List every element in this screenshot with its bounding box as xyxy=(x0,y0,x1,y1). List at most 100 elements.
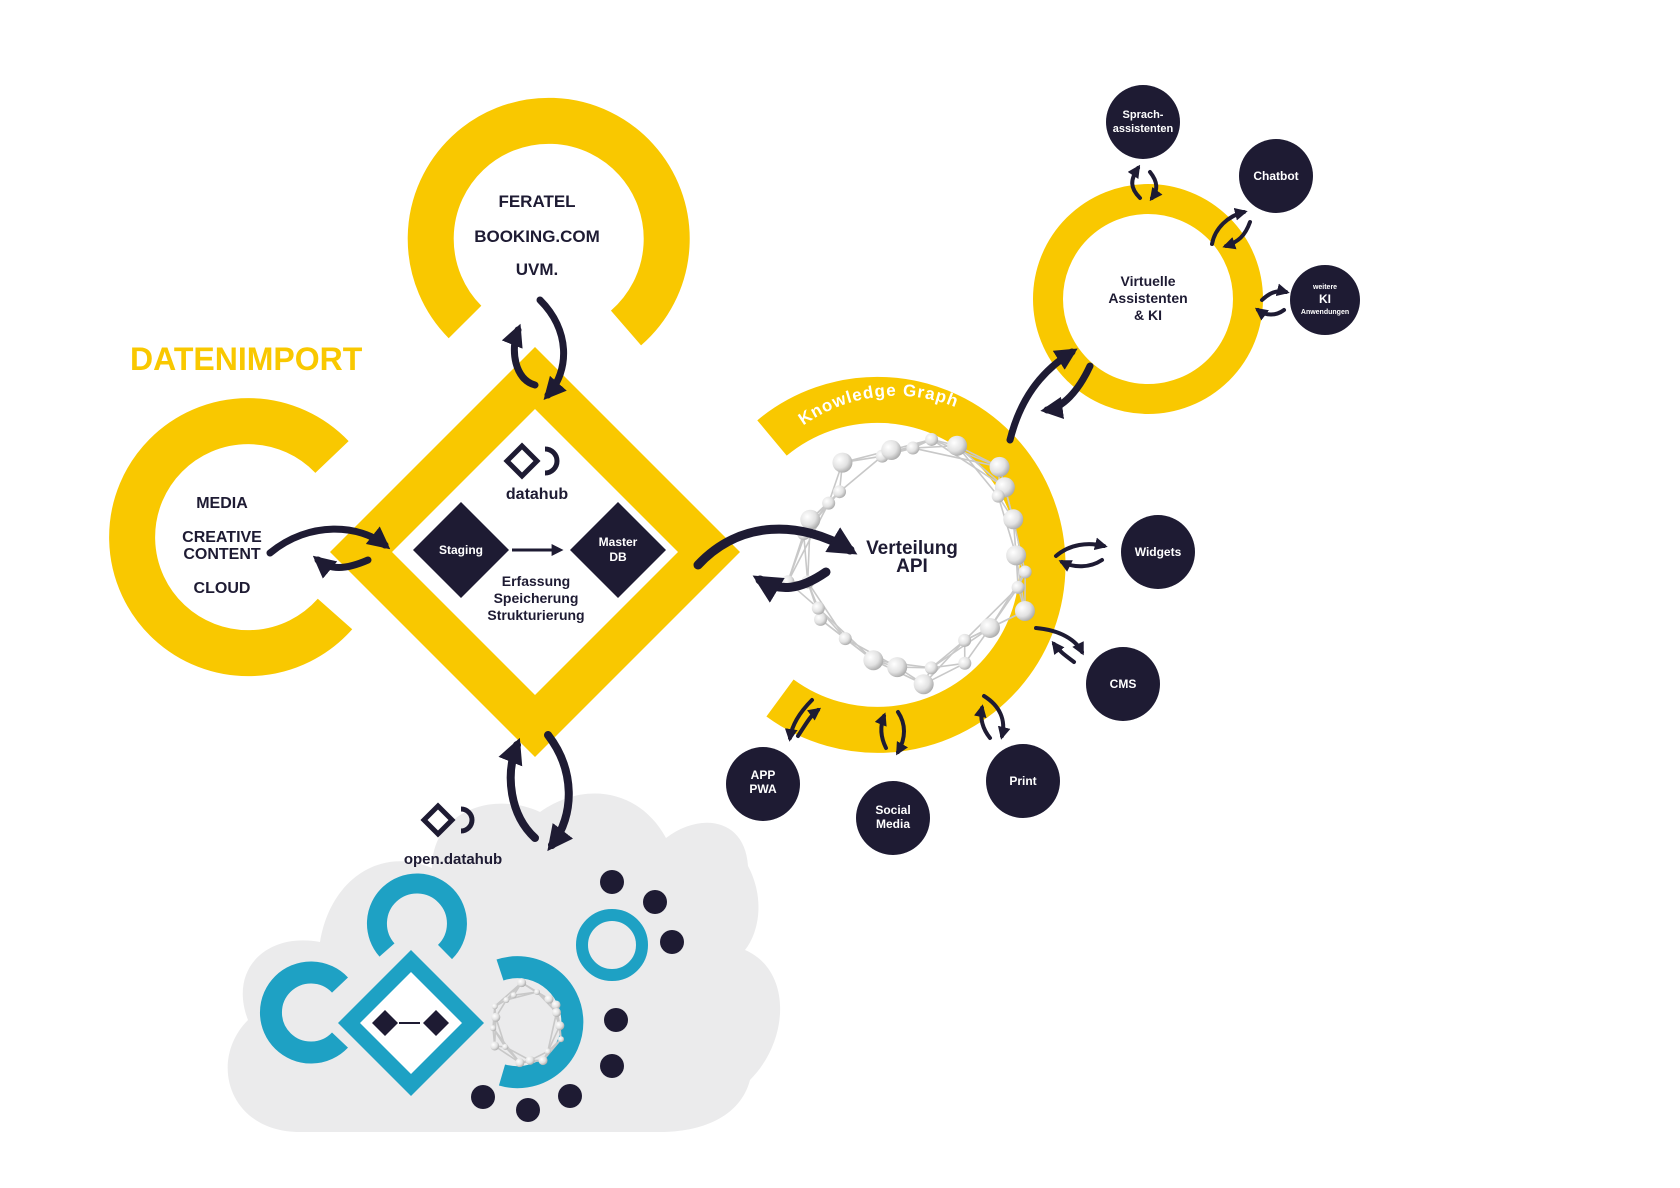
graph-node xyxy=(863,650,884,671)
graph-node xyxy=(989,456,1010,477)
source-content: CONTENT xyxy=(183,546,261,563)
datahub-logo-label: datahub xyxy=(506,486,568,503)
graph-node xyxy=(491,1012,501,1022)
app-line-1: APP xyxy=(751,768,776,782)
source-feratel: FERATEL xyxy=(498,192,575,211)
assistants-line-3: & KI xyxy=(1134,307,1162,323)
graph-node xyxy=(490,1025,497,1032)
output-chatbot: Chatbot xyxy=(1239,139,1313,213)
assistants-line-1: Virtuelle xyxy=(1121,273,1176,289)
output-sprachassistenten: Sprach- assistenten xyxy=(1106,85,1180,159)
assistants-line-2: Assistenten xyxy=(1108,290,1187,306)
left-source-labels: MEDIA CREATIVE CONTENT CLOUD xyxy=(182,495,262,597)
source-media: MEDIA xyxy=(196,495,248,512)
api-label: API xyxy=(896,556,928,577)
top-source-ring xyxy=(407,97,690,346)
cms-label: CMS xyxy=(1110,677,1137,691)
sprach-line-2: assistenten xyxy=(1113,123,1174,135)
graph-node xyxy=(913,674,934,695)
weitere-line-3: Anwendungen xyxy=(1301,309,1349,316)
mini-network-icon xyxy=(490,978,565,1068)
graph-node xyxy=(1018,565,1032,579)
graph-node xyxy=(925,432,939,446)
app-line-2: PWA xyxy=(749,782,777,796)
print-label: Print xyxy=(1009,774,1036,788)
top-source-labels: FERATEL BOOKING.COM UVM. xyxy=(474,192,600,279)
output-weitere-ki: weitere KI Anwendungen xyxy=(1290,265,1360,335)
process-strukturierung: Strukturierung xyxy=(487,607,584,623)
output-cms: CMS xyxy=(1086,647,1160,721)
graph-node xyxy=(906,441,920,455)
output-social-media: Social Media xyxy=(856,781,930,855)
social-line-1: Social xyxy=(875,803,910,817)
process-erfassung: Erfassung xyxy=(502,573,570,589)
master-db-node: Master DB xyxy=(570,502,666,598)
output-print: Print xyxy=(986,744,1060,818)
staging-node: Staging xyxy=(413,502,509,598)
source-booking: BOOKING.COM xyxy=(474,227,600,246)
social-line-2: Media xyxy=(876,817,910,831)
graph-node xyxy=(924,661,938,675)
open-datahub-label: open.datahub xyxy=(404,851,502,868)
graph-node xyxy=(503,997,510,1004)
graph-node xyxy=(814,612,828,626)
graph-node xyxy=(491,1003,498,1010)
graph-node xyxy=(517,978,527,988)
master-label: Master xyxy=(599,535,638,549)
open-datahub-logo-icon xyxy=(420,802,475,838)
graph-node xyxy=(544,1048,551,1055)
assistants-ring xyxy=(1033,184,1263,414)
graph-node xyxy=(555,1021,565,1031)
staging-label: Staging xyxy=(439,543,483,557)
weitere-line-1: weitere xyxy=(1312,284,1337,291)
left-source-ring xyxy=(109,398,353,677)
graph-node xyxy=(887,657,908,678)
knowledge-graph-ring xyxy=(757,376,1066,753)
source-creative: CREATIVE xyxy=(182,529,262,546)
datahub-logo-icon xyxy=(503,442,560,480)
graph-node xyxy=(534,989,541,996)
graph-node xyxy=(958,656,972,670)
source-uvm: UVM. xyxy=(516,260,559,279)
assistants-labels: Virtuelle Assistenten & KI xyxy=(1108,273,1187,323)
graph-node xyxy=(490,1041,500,1051)
graph-node xyxy=(1006,545,1027,566)
graph-node xyxy=(881,440,902,461)
graph-node xyxy=(552,1007,562,1017)
datahub-diamond xyxy=(330,347,740,757)
graph-node xyxy=(838,632,852,646)
datahub-process-labels: Erfassung Speicherung Strukturierung xyxy=(487,573,584,623)
graph-node xyxy=(558,1036,565,1043)
graph-node xyxy=(510,992,517,999)
bidirectional-arrow-icon xyxy=(266,164,1290,852)
graph-node xyxy=(544,994,554,1004)
graph-node xyxy=(811,601,825,615)
process-speicherung: Speicherung xyxy=(494,590,579,606)
graph-node xyxy=(538,1056,548,1066)
graph-node xyxy=(947,435,968,456)
output-widgets: Widgets xyxy=(1121,515,1195,589)
graph-node xyxy=(833,485,847,499)
graph-node xyxy=(502,1043,509,1050)
graph-node xyxy=(1014,600,1035,621)
graph-node xyxy=(551,1000,561,1010)
graph-node xyxy=(832,452,853,473)
distribution-label: Verteilung xyxy=(866,538,958,559)
graph-node xyxy=(958,633,972,647)
graph-node xyxy=(515,1058,525,1068)
chatbot-label: Chatbot xyxy=(1253,169,1298,183)
graph-node xyxy=(1003,509,1024,530)
output-app-pwa: APP PWA xyxy=(726,747,800,821)
graph-node xyxy=(822,496,836,510)
graph-node xyxy=(991,489,1005,503)
sprach-line-1: Sprach- xyxy=(1123,109,1164,121)
widgets-label: Widgets xyxy=(1135,545,1182,559)
graph-node xyxy=(525,1055,535,1065)
graph-node xyxy=(1011,580,1025,594)
graph-node xyxy=(800,509,821,530)
source-cloud: CLOUD xyxy=(194,580,251,597)
mini-architecture-icon xyxy=(260,870,684,1122)
section-title: DATENIMPORT xyxy=(130,341,363,377)
weitere-line-2: KI xyxy=(1319,292,1331,306)
